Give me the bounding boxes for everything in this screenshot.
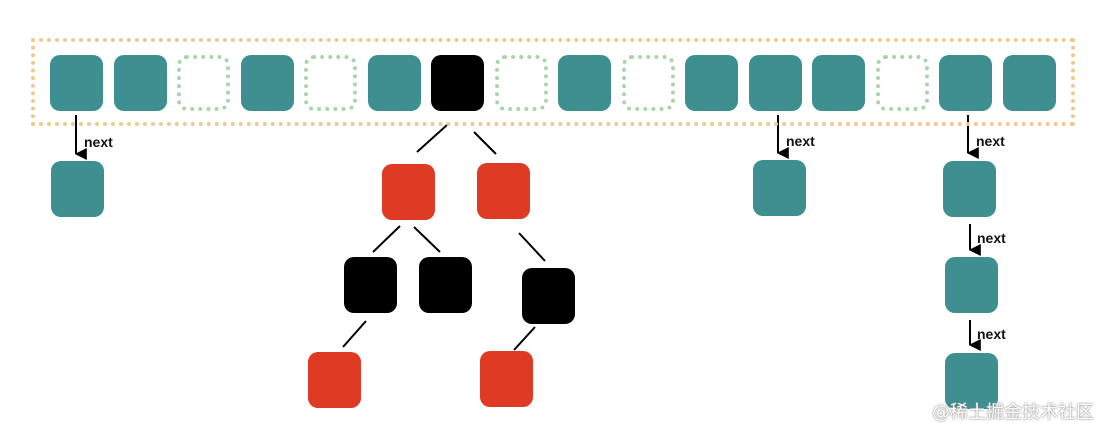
- bucket-array-frame: [31, 38, 1075, 126]
- bucket-slot-teal: [939, 55, 992, 111]
- next-label: next: [976, 133, 1005, 149]
- tree-edge: [518, 232, 546, 262]
- tree-node-black: [344, 257, 397, 313]
- tree-node-red: [382, 164, 435, 220]
- bucket-slot-empty: [495, 55, 548, 111]
- bucket-slot-teal: [749, 55, 802, 111]
- chain-node: [945, 353, 998, 409]
- bucket-slot-teal: [812, 55, 865, 111]
- tree-node-black: [419, 257, 472, 313]
- chain-node: [51, 161, 104, 217]
- bucket-slot-empty: [177, 55, 230, 111]
- bucket-slot-teal: [558, 55, 611, 111]
- tree-node-red: [480, 351, 533, 407]
- tree-node-red: [477, 163, 530, 219]
- bucket-slot-empty: [304, 55, 357, 111]
- bucket-slot-teal: [50, 55, 103, 111]
- bucket-slot-teal: [685, 55, 738, 111]
- bucket-slot-empty: [876, 55, 929, 111]
- tree-edge: [473, 131, 497, 155]
- next-label: next: [786, 133, 815, 149]
- tree-edge: [342, 320, 367, 348]
- tree-node-black: [522, 268, 575, 324]
- bucket-slot-teal: [241, 55, 294, 111]
- bucket-slot-teal: [368, 55, 421, 111]
- bucket-slot-empty: [622, 55, 675, 111]
- bucket-slot-teal: [114, 55, 167, 111]
- tree-edge: [413, 226, 441, 253]
- tree-edge: [513, 326, 536, 351]
- next-label: next: [977, 230, 1006, 246]
- tree-edge: [416, 124, 448, 153]
- bucket-slot-black: [431, 55, 484, 111]
- chain-node: [945, 257, 998, 313]
- bucket-slot-teal: [1003, 55, 1056, 111]
- next-label: next: [977, 326, 1006, 342]
- tree-edge: [372, 225, 401, 253]
- watermark: @稀土掘金技术社区: [932, 402, 1094, 423]
- tree-node-red: [308, 352, 361, 408]
- chain-node: [753, 160, 806, 216]
- chain-node: [943, 161, 996, 217]
- next-label: next: [84, 134, 113, 150]
